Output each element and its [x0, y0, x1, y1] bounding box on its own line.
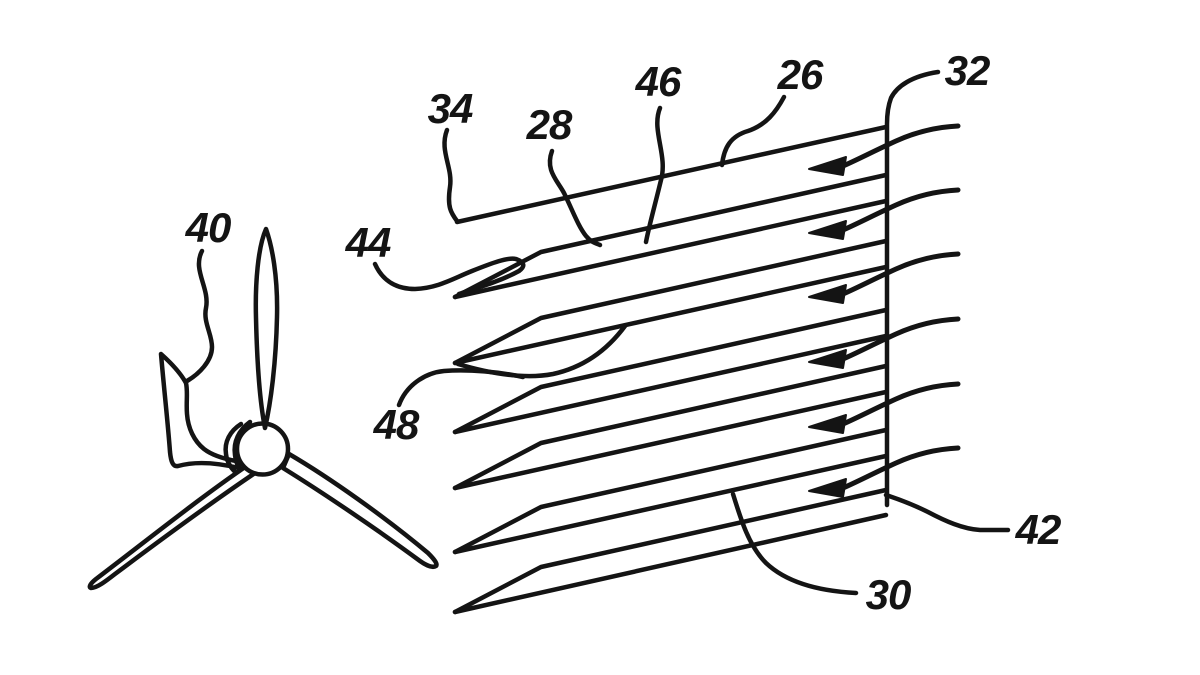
- airflow-arrow-head: [808, 414, 847, 434]
- ref-numeral-34: 34: [428, 85, 473, 132]
- airflow-arrow-shaft: [840, 316, 961, 362]
- leader-line-46: [643, 105, 665, 245]
- louver-top-edge: [452, 172, 889, 300]
- ref-numeral-46: 46: [635, 58, 682, 105]
- louver-6: [452, 487, 889, 615]
- airflow-arrow-head: [808, 284, 847, 304]
- ref-numeral-30: 30: [866, 571, 911, 618]
- airflow-arrow-shaft: [840, 187, 961, 233]
- leader-line-28: [547, 148, 603, 248]
- leader-lines-group: [184, 94, 1011, 596]
- airflow-arrow-6: [808, 445, 961, 498]
- louver-bottom-edge: [452, 512, 889, 615]
- ref-numeral-40: 40: [185, 204, 231, 251]
- ref-numeral-42: 42: [1015, 506, 1061, 553]
- louver-top-edge: [452, 487, 889, 615]
- louver-bottom-edge: [452, 264, 889, 366]
- fan-hub: [234, 421, 291, 477]
- louver-top-edge: [452, 427, 889, 555]
- airflow-arrow-shaft: [840, 381, 961, 427]
- louver-4: [452, 363, 889, 491]
- airflow-arrows-group: [808, 123, 961, 498]
- fan-blade-lower-right: [280, 451, 439, 570]
- airflow-arrow-4: [808, 316, 961, 369]
- fan-assembly-group: [87, 226, 439, 591]
- louver-bottom-edge: [452, 453, 889, 555]
- leader-line-34: [442, 127, 460, 224]
- airflow-arrow-3: [808, 251, 961, 304]
- airflow-arrow-shaft: [840, 251, 961, 297]
- ref-numeral-48: 48: [373, 401, 420, 448]
- fan-blade-lower-left: [87, 458, 261, 591]
- leader-line-26: [719, 94, 787, 168]
- airflow-arrow-5: [808, 381, 961, 434]
- airflow-arrow-shaft: [840, 445, 961, 491]
- airflow-arrow-head: [808, 220, 847, 240]
- airflow-arrow-2: [808, 187, 961, 240]
- louver-3: [452, 307, 889, 435]
- louver-top-edge: [452, 238, 889, 366]
- ref-numeral-28: 28: [526, 101, 573, 148]
- fan-blade-top: [253, 226, 280, 431]
- louver-1: [452, 172, 889, 300]
- shutter-panel-group: [452, 69, 941, 615]
- reference-numerals-group: 40 44 48 34 28 46 26 32 42 30: [185, 47, 1062, 618]
- louver-bottom-edge: [452, 333, 889, 435]
- louver-bottom-edge: [452, 389, 889, 491]
- airflow-arrow-head: [808, 349, 847, 369]
- leader-line-40: [184, 248, 215, 384]
- louver-5: [452, 427, 889, 555]
- ref-numeral-26: 26: [777, 51, 824, 98]
- leader-line-30: [730, 491, 859, 596]
- ref-numeral-44: 44: [345, 219, 391, 266]
- airflow-arrow-head: [808, 478, 847, 498]
- airflow-arrow-1: [808, 123, 961, 176]
- airflow-arrow-shaft: [840, 123, 961, 169]
- shutter-top-frame-line: [454, 124, 889, 225]
- leader-line-42: [883, 492, 1011, 533]
- fan-shroud-arc-1: [223, 421, 244, 477]
- louver-top-edge: [452, 363, 889, 491]
- leader-line-44: [372, 256, 526, 297]
- airflow-arrow-head: [808, 156, 847, 176]
- ref-numeral-32: 32: [945, 47, 990, 94]
- shutter-right-edge-line: [884, 69, 941, 508]
- leader-line-48: [396, 368, 526, 408]
- louver-bottom-edge: [452, 198, 889, 300]
- louver-top-edge: [452, 307, 889, 435]
